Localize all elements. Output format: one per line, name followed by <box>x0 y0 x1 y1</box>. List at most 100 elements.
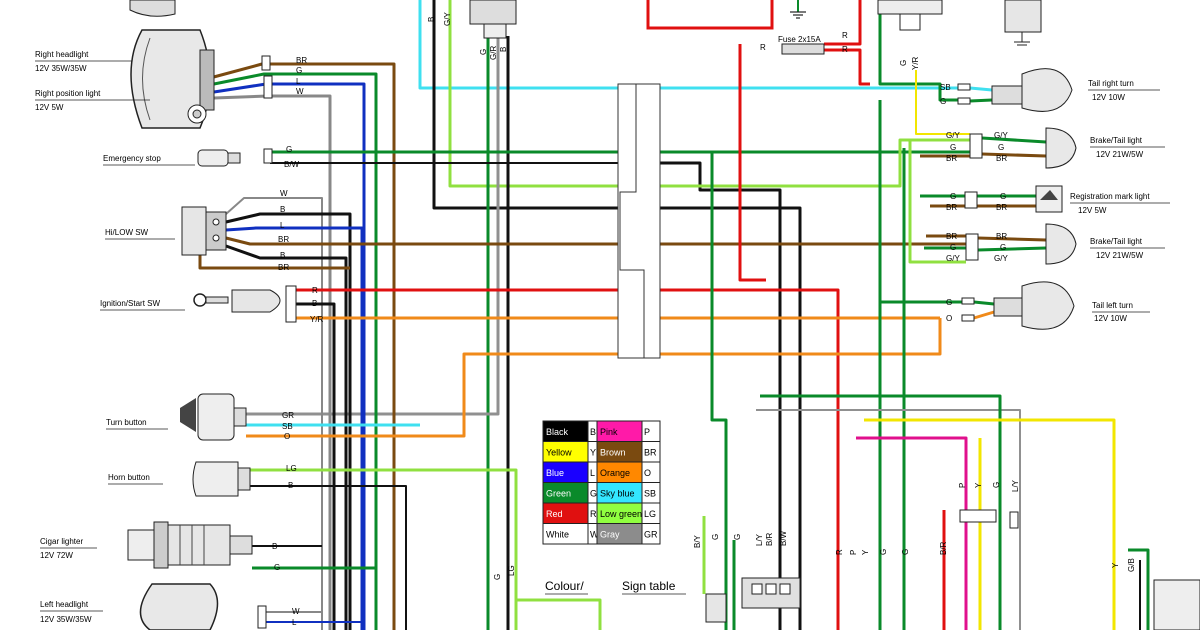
wire-code: O <box>284 432 290 441</box>
wire-black <box>250 485 407 630</box>
fuse-icon <box>781 43 825 55</box>
wire-code: BR <box>946 203 957 212</box>
turn-button-icon <box>180 393 247 441</box>
wire-code: G <box>950 143 956 152</box>
wire-blue <box>225 226 364 630</box>
wire-code: R <box>760 43 766 52</box>
wire-white <box>225 197 323 630</box>
wire-code: B <box>499 47 508 52</box>
wire-code: G <box>950 192 956 201</box>
fuse-label: Fuse 2x15A <box>778 35 821 44</box>
wire-green <box>213 72 378 630</box>
wire-code: B/Y <box>693 534 702 548</box>
tail-right-turn-label: Tail right turn <box>1088 79 1134 88</box>
wire-code: G <box>946 298 952 307</box>
ground-symbol-icon <box>790 0 806 19</box>
bottom-left-plug <box>705 593 727 623</box>
right-position-light-label: Right position light <box>35 89 101 98</box>
wire-lowgreen <box>516 598 602 630</box>
wire-code: P <box>849 550 858 555</box>
wire-code: R <box>312 286 318 295</box>
wire-code: G <box>899 60 908 66</box>
color-code: R <box>590 509 597 519</box>
wire-code-labels: BR G L W G B/W W B L BR B BR R B Y/R GR … <box>272 12 1136 627</box>
top-right-unit <box>877 0 943 31</box>
color-code: L <box>590 468 595 478</box>
tail-right-turn-icon <box>991 68 1073 112</box>
tail-left-turn-icon <box>993 281 1075 330</box>
wire-skyblue <box>418 0 618 90</box>
wire-code: P <box>958 483 967 488</box>
wire-orange <box>660 318 942 356</box>
wire-code: BR <box>278 235 289 244</box>
wire-brown <box>981 152 1047 158</box>
wire-code: G <box>274 563 280 572</box>
wire-code: BR <box>946 232 957 241</box>
wire-code: G <box>711 534 720 540</box>
top-right-sensor <box>1004 0 1042 46</box>
wire-code: BR <box>996 203 1007 212</box>
color-code: O <box>644 468 651 478</box>
wire-code: B/W <box>284 160 300 169</box>
wire-code: G <box>1000 243 1006 252</box>
color-code: G <box>590 489 597 499</box>
wire-code: R <box>835 549 844 555</box>
wire-lowgreen <box>660 138 970 188</box>
wire-code: W <box>296 87 304 96</box>
top-relay-component <box>469 0 517 39</box>
top-center-box <box>646 0 774 30</box>
wire-code: G/R <box>489 46 498 60</box>
wire-code: G <box>479 49 488 55</box>
ignition-key-icon <box>193 285 297 323</box>
wire-orange <box>246 352 618 438</box>
wire-code: G <box>286 145 292 154</box>
color-name: Sky blue <box>600 489 635 499</box>
color-name: Brown <box>600 448 626 458</box>
wire-code: LG <box>507 565 516 576</box>
color-code: B <box>590 427 596 437</box>
wire-code: Y/R <box>911 56 920 70</box>
color-name: Green <box>546 489 571 499</box>
brake-tail-light-upper-label: Brake/Tail light <box>1090 136 1143 145</box>
wire-code: R <box>842 45 848 54</box>
color-code: P <box>644 427 650 437</box>
top-left-component <box>129 0 176 17</box>
wire-code: L/Y <box>1011 479 1020 492</box>
wire-code: BR <box>946 154 957 163</box>
wire-code: G <box>950 243 956 252</box>
wire-black <box>225 244 348 630</box>
wire-skyblue <box>969 86 993 92</box>
cigar-lighter-label: Cigar lighter <box>40 537 83 546</box>
color-name: Black <box>546 427 569 437</box>
color-code: BR <box>644 448 657 458</box>
wire-pink <box>856 436 968 630</box>
wire-green <box>1128 548 1150 630</box>
wire-layer <box>198 0 1150 630</box>
wire-code: LG <box>286 464 297 473</box>
right-connectors <box>957 83 983 322</box>
tail-right-turn-spec: 12V 10W <box>1092 93 1125 102</box>
wire-code: B <box>280 205 285 214</box>
wire-brown <box>225 236 618 246</box>
wire-brown <box>198 255 350 270</box>
hi-low-switch-icon <box>181 206 227 256</box>
wire-code: G/B <box>1127 558 1136 572</box>
wire-green <box>710 152 728 630</box>
wire-green <box>981 136 1047 144</box>
color-code: SB <box>644 489 656 499</box>
color-name: Low green <box>600 509 642 519</box>
wire-green <box>977 246 1047 252</box>
wire-code: G/Y <box>946 131 960 140</box>
left-headlight-label: Left headlight <box>40 600 89 609</box>
color-name: Pink <box>600 427 618 437</box>
wire-green <box>878 0 958 102</box>
emergency-stop-icon <box>197 148 273 167</box>
wire-code: G <box>493 574 502 580</box>
wire-black <box>432 0 618 210</box>
wire-gray <box>236 36 500 416</box>
registration-light-icon <box>1035 185 1063 213</box>
wire-code: B <box>280 251 285 260</box>
brake-tail-light-lower-icon <box>1045 223 1077 265</box>
left-headlight-icon <box>139 583 267 630</box>
wire-brown <box>209 62 396 630</box>
